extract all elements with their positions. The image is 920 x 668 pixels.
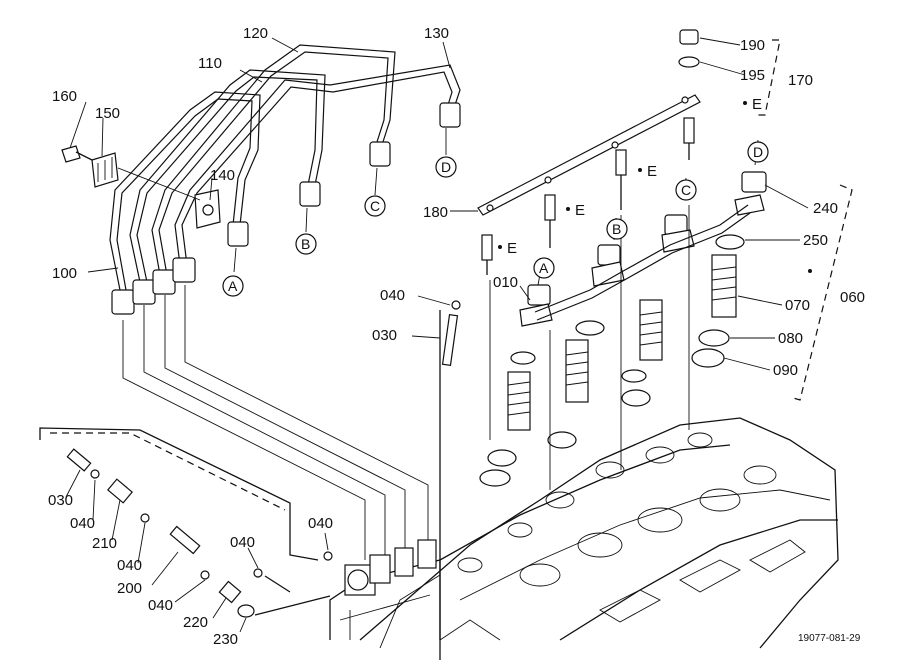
label-090: 090 — [773, 362, 798, 379]
pump-lines — [122, 285, 429, 560]
label-010: 010 — [493, 274, 518, 291]
part-labels: 160 150 110 120 130 140 100 180 040 010 … — [48, 25, 865, 648]
label-170: 170 — [788, 72, 813, 89]
overflow-hoses — [39, 300, 461, 660]
marker-d-left: D — [435, 156, 457, 178]
marker-e-1: E — [507, 240, 517, 257]
marker-b-left: B — [295, 233, 317, 255]
leader-lines — [65, 37, 809, 633]
marker-d-right: D — [747, 141, 769, 163]
svg-text:B: B — [301, 236, 310, 252]
label-190: 190 — [740, 37, 765, 54]
pipe-clamp — [194, 189, 221, 229]
injection-pipe-set — [109, 44, 461, 315]
svg-text:A: A — [228, 278, 238, 294]
label-030-b: 030 — [48, 492, 73, 509]
marker-a-left: A — [222, 275, 244, 297]
label-040-d: 040 — [148, 597, 173, 614]
label-040-e: 040 — [230, 534, 255, 551]
svg-text:A: A — [539, 260, 549, 276]
bracket-and-bolt — [61, 145, 201, 201]
svg-text:C: C — [370, 198, 380, 214]
label-040-f: 040 — [308, 515, 333, 532]
label-070: 070 — [785, 297, 810, 314]
svg-text:B: B — [612, 221, 621, 237]
connection-markers: A B C D A B C D — [222, 141, 769, 297]
marker-e-4: E — [752, 96, 762, 113]
label-150: 150 — [95, 105, 120, 122]
marker-a-right: A — [533, 257, 555, 279]
label-130: 130 — [424, 25, 449, 42]
label-140: 140 — [210, 167, 235, 184]
marker-e-2: E — [575, 202, 585, 219]
label-060: 060 — [840, 289, 865, 306]
label-040-b: 040 — [70, 515, 95, 532]
label-180: 180 — [423, 204, 448, 221]
label-195: 195 — [740, 67, 765, 84]
label-120: 120 — [243, 25, 268, 42]
nozzle-holders — [479, 171, 767, 487]
e-markers: E E E E — [498, 96, 812, 273]
label-250: 250 — [803, 232, 828, 249]
label-040-c: 040 — [117, 557, 142, 574]
marker-c-right: C — [675, 179, 697, 201]
label-230: 230 — [213, 631, 238, 648]
label-160: 160 — [52, 88, 77, 105]
marker-c-left: C — [364, 195, 386, 217]
label-080: 080 — [778, 330, 803, 347]
reference-code: 19077-081-29 — [798, 633, 861, 644]
group-brackets — [757, 39, 853, 401]
svg-text:D: D — [441, 159, 451, 175]
label-100: 100 — [52, 265, 77, 282]
svg-text:C: C — [681, 182, 691, 198]
marker-b-right: B — [606, 218, 628, 240]
cylinder-head — [359, 417, 839, 649]
label-210: 210 — [92, 535, 117, 552]
marker-e-3: E — [647, 163, 657, 180]
label-030-a: 030 — [372, 327, 397, 344]
label-240: 240 — [813, 200, 838, 217]
injection-pump — [329, 539, 441, 640]
label-200: 200 — [117, 580, 142, 597]
label-040-a: 040 — [380, 287, 405, 304]
glow-plugs — [477, 29, 701, 490]
label-220: 220 — [183, 614, 208, 631]
svg-text:D: D — [753, 144, 763, 160]
label-110: 110 — [198, 55, 222, 72]
